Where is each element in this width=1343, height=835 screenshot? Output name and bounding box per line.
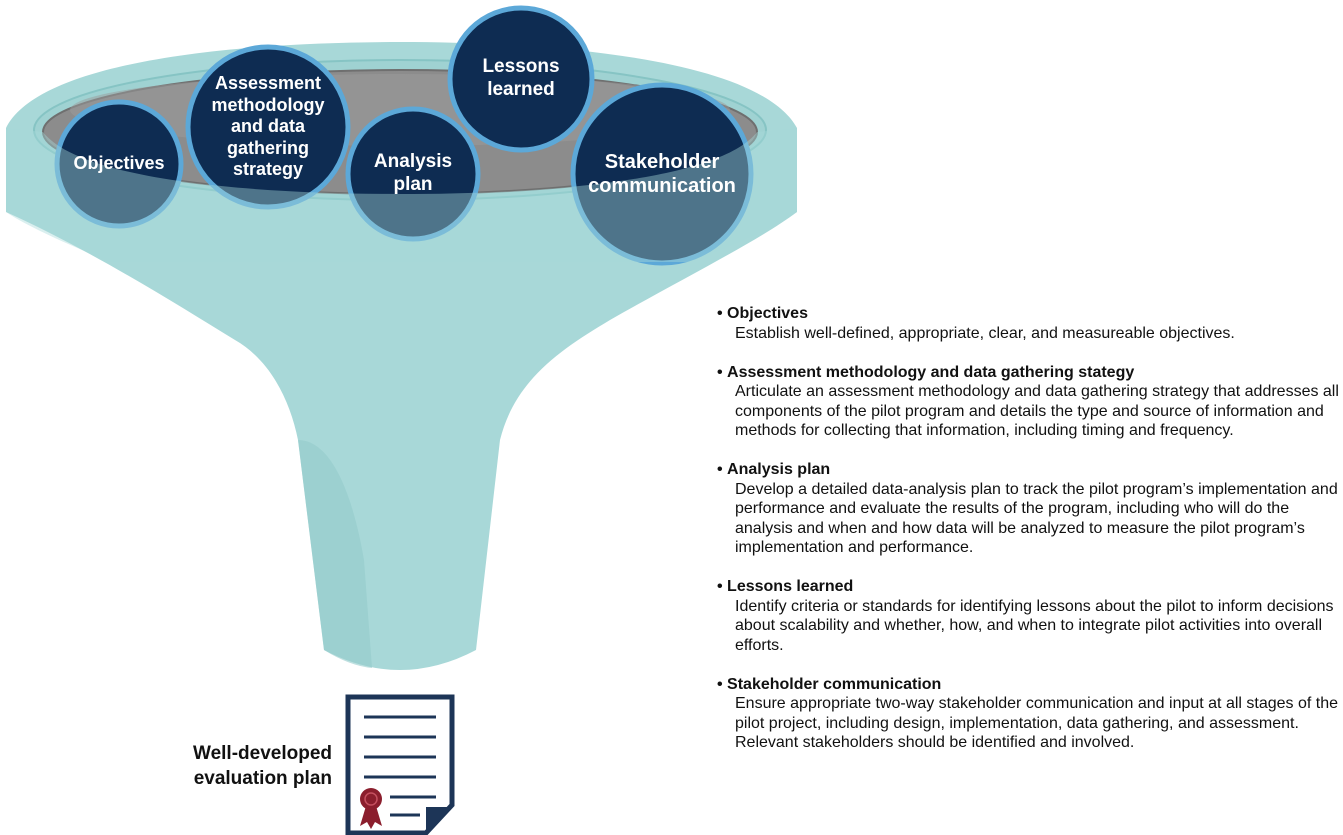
desc-text: Articulate an assessment methodology and… xyxy=(735,383,1339,439)
circle-analysis xyxy=(345,106,481,242)
desc-text: Identify criteria or standards for ident… xyxy=(735,597,1334,654)
circle-stakeholder xyxy=(570,82,754,266)
description-list: Objectives Establish well-defined, appro… xyxy=(717,304,1339,772)
circle-label-stakeholder: Stakeholder communication xyxy=(588,151,736,197)
desc-item-analysis: Analysis plan Develop a detailed data-an… xyxy=(717,460,1339,558)
circle-label-analysis: Analysis plan xyxy=(373,151,453,195)
desc-title: Stakeholder communication xyxy=(717,675,1339,695)
desc-item-stakeholder: Stakeholder communication Ensure appropr… xyxy=(717,675,1339,753)
circle-label-objectives: Objectives xyxy=(73,153,165,174)
desc-text: Ensure appropriate two-way stakeholder c… xyxy=(735,695,1339,751)
output-label: Well-developed evaluation plan xyxy=(192,743,332,789)
desc-title: Assessment methodology and data gatherin… xyxy=(717,363,1339,383)
document-icon xyxy=(345,694,455,835)
desc-title: Objectives xyxy=(717,304,1339,324)
circle-lessons xyxy=(447,5,595,153)
funnel-front-lip xyxy=(6,128,797,262)
circle-objectives xyxy=(54,99,184,229)
circle-assessment xyxy=(185,44,351,210)
desc-title: Lessons learned xyxy=(717,577,1339,597)
desc-text: Establish well-defined, appropriate, cle… xyxy=(735,324,1235,342)
funnel-stem-shade xyxy=(298,440,372,668)
seal-icon xyxy=(360,788,382,829)
desc-title: Analysis plan xyxy=(717,460,1339,480)
desc-item-lessons: Lessons learned Identify criteria or sta… xyxy=(717,577,1339,655)
desc-item-assessment: Assessment methodology and data gatherin… xyxy=(717,363,1339,441)
circle-label-assessment: Assessment methodology and data gatherin… xyxy=(211,73,325,180)
circle-label-lessons: Lessons learned xyxy=(482,56,560,100)
desc-text: Develop a detailed data-analysis plan to… xyxy=(735,480,1338,557)
desc-item-objectives: Objectives Establish well-defined, appro… xyxy=(717,304,1339,343)
